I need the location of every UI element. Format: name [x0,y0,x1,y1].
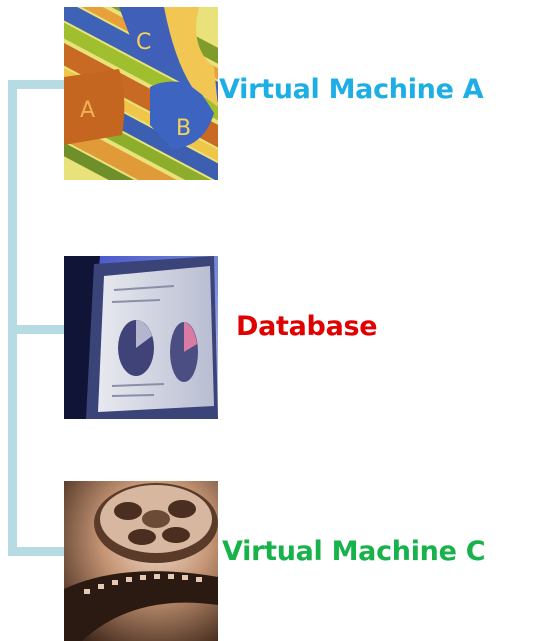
node-label-virtual-machine-c: Virtual Machine C [222,536,486,567]
tab-c-label: C [136,30,151,55]
computer-monitor-pie-chart-icon [64,256,218,419]
file-folders-abc-icon: C A B [64,7,218,180]
tab-b-label: B [176,116,191,141]
tab-a-label: A [80,98,95,123]
node-label-virtual-machine-a: Virtual Machine A [219,74,484,105]
film-reel-icon [64,481,218,641]
node-label-database: Database [236,311,378,342]
